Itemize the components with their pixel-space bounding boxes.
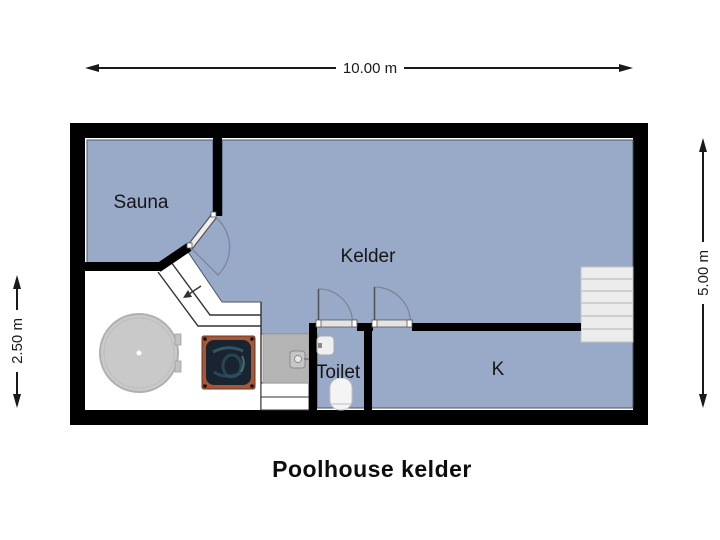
interior-walls (85, 138, 581, 410)
dimension-top-label: 10.00 m (343, 60, 397, 77)
square-hot-tub (201, 335, 256, 390)
sauna-divider-wall (213, 138, 222, 216)
arrow-up-icon (13, 275, 21, 289)
arrow-left-icon (85, 64, 99, 72)
toilet-left-wall (309, 323, 317, 410)
arrow-up-icon (699, 138, 707, 152)
sink (316, 335, 335, 356)
between-doors-wall (357, 323, 373, 331)
sauna-diagonal-wall (155, 243, 192, 272)
toilet-fixture (329, 377, 353, 411)
sauna-door (186, 211, 231, 276)
toilet-label: Toilet (316, 362, 361, 383)
kelder-label: Kelder (341, 246, 397, 267)
step-shelf-lower (260, 396, 310, 411)
arrow-right-icon (619, 64, 633, 72)
dimension-top: 10.00 m (85, 57, 633, 79)
dimension-right: 5.00 m (692, 138, 714, 408)
stairs (580, 266, 634, 343)
arrow-down-icon (13, 394, 21, 408)
page-title: Poolhouse kelder (272, 456, 472, 482)
k-room-door (371, 286, 413, 328)
round-hot-tub (99, 313, 182, 393)
kelder-k-divider-wall (412, 323, 581, 331)
dimension-left: 2.50 m (6, 275, 28, 408)
dimension-right-label: 5.00 m (695, 250, 712, 296)
step-shelf-upper (260, 382, 310, 398)
dimension-left-label: 2.50 m (9, 318, 26, 364)
k-label: K (492, 359, 505, 380)
sauna-label: Sauna (114, 192, 169, 213)
toilet-right-wall (364, 323, 372, 410)
direction-arrow-icon (183, 290, 192, 298)
sauna-bottom-wall (85, 262, 162, 271)
shower (262, 333, 310, 384)
arrow-down-icon (699, 394, 707, 408)
toilet-door (315, 288, 358, 328)
